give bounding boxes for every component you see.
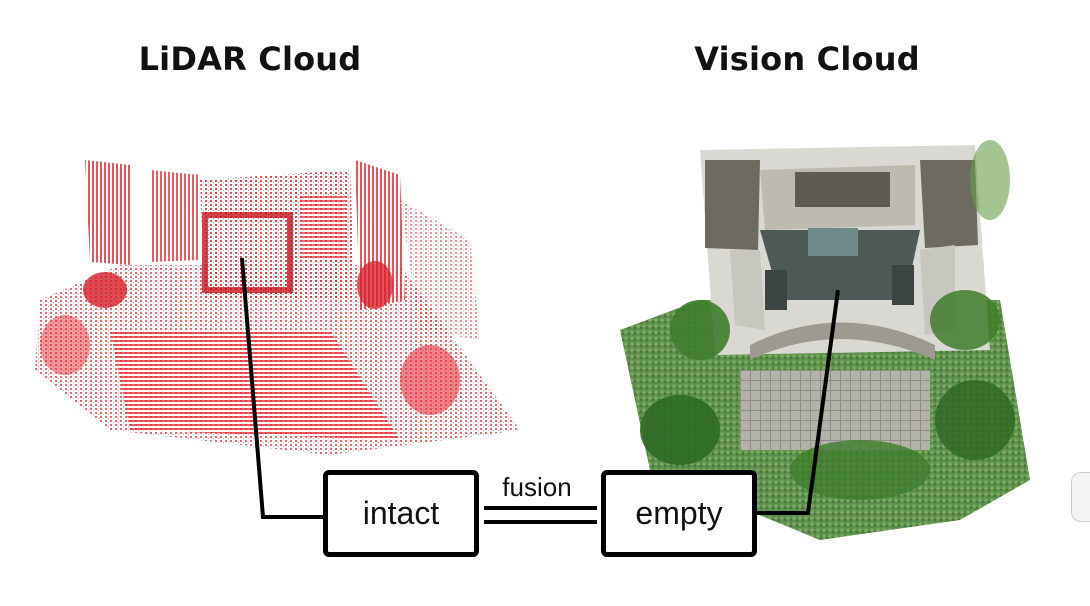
vision-connector-line xyxy=(757,289,840,515)
side-tab[interactable] xyxy=(1071,472,1090,522)
lidar-connector-line xyxy=(240,257,325,519)
empty-label: empty xyxy=(635,495,723,531)
intact-box: intact xyxy=(323,470,479,557)
fusion-label: fusion xyxy=(502,472,572,502)
lidar-cloud-title: LiDAR Cloud xyxy=(138,40,362,78)
intact-label: intact xyxy=(362,495,440,531)
vision-point-cloud xyxy=(620,140,1030,540)
lidar-point-cloud xyxy=(35,160,520,455)
vision-cloud-title: Vision Cloud xyxy=(694,40,920,78)
connector-lines xyxy=(240,257,840,524)
empty-box: empty xyxy=(601,470,757,557)
